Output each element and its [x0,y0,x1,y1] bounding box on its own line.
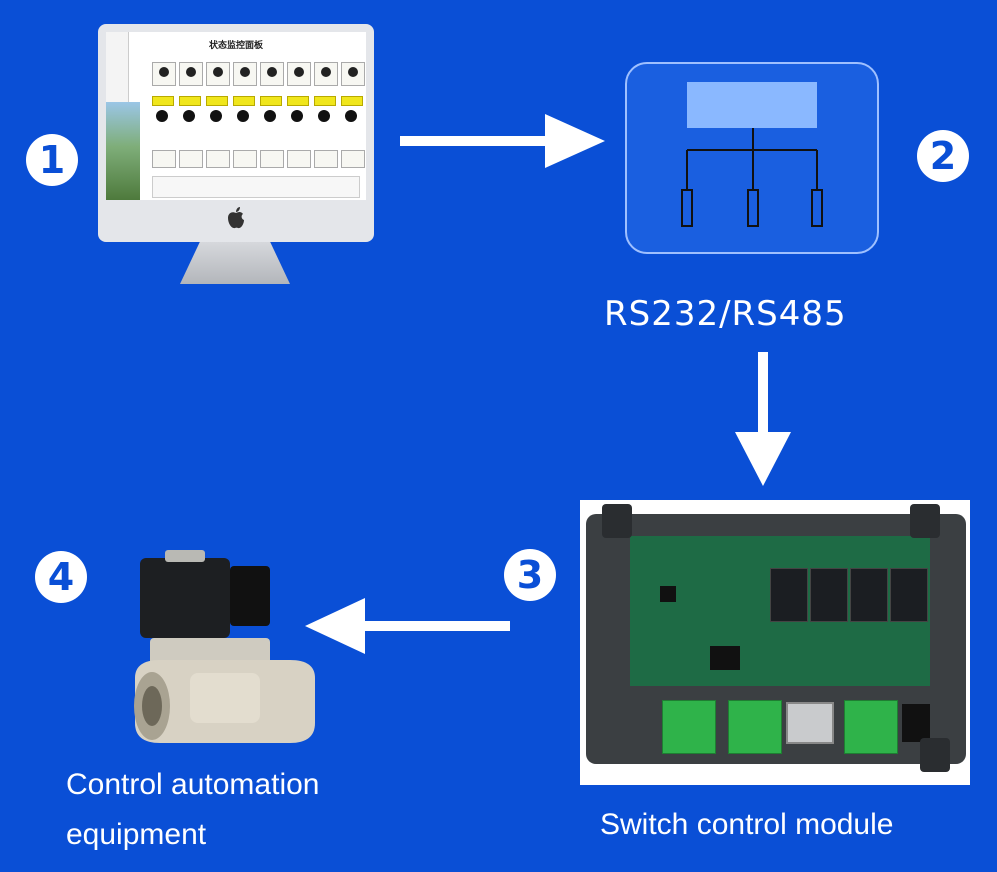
screen-output-button [260,96,282,106]
screen-log-area [152,176,360,198]
screen-dial [345,110,357,122]
screen-dial [291,110,303,122]
module-label: Switch control module [600,808,894,841]
step-2-badge: 2 [917,130,969,182]
screen-data-cell [260,150,284,168]
arrow-down-icon [735,352,791,486]
screen-input-indicator [233,62,257,86]
module-pcb [630,536,930,686]
relay [770,568,808,622]
screen-data-cell [206,150,230,168]
relay [890,568,928,622]
mounting-ear [920,738,950,772]
screen-data-cell [179,150,203,168]
screen-input-indicator [152,62,176,86]
screen-output-button [314,96,336,106]
screen-data-cell [287,150,311,168]
screen-input-indicator [179,62,203,86]
screen-output-button [152,96,174,106]
screen-dial [318,110,330,122]
screen-input-indicator [341,62,365,86]
step-4-badge: 4 [35,551,87,603]
terminal-block [662,700,716,754]
screen-input-indicator [260,62,284,86]
microcontroller-chip [710,646,740,670]
screen-data-cell [314,150,338,168]
monitor-screen: 状态监控面板 [106,32,366,200]
arrow-right-icon [400,114,605,168]
screen-dial [210,110,222,122]
screen-data-cell [233,150,257,168]
screen-landscape-image [106,102,140,200]
mounting-ear [602,504,632,538]
screen-output-button [179,96,201,106]
screen-output-button [206,96,228,106]
apple-logo-icon [228,207,244,229]
relay [850,568,888,622]
step-3-badge: 3 [504,549,556,601]
step-1-badge: 1 [26,134,78,186]
screen-dial [183,110,195,122]
monitor-stand [180,242,290,284]
screen-output-button [287,96,309,106]
terminal-block [728,700,782,754]
bus-network-icon [681,82,823,227]
screen-data-cell [341,150,365,168]
screen-input-indicator [314,62,338,86]
computer-monitor: 状态监控面板 [98,24,374,242]
screen-output-button [341,96,363,106]
relay [810,568,848,622]
screen-output-button [233,96,255,106]
terminal-block [844,700,898,754]
ic-chip [660,586,676,602]
screen-dial [237,110,249,122]
module-enclosure [586,514,966,764]
bus-network-panel [625,62,879,254]
equipment-label-line1: Control automation [66,768,320,801]
screen-input-indicator [206,62,230,86]
power-jack [902,704,930,742]
equipment-label-line2: equipment [66,818,207,851]
screen-title: 状态监控面板 [208,41,263,51]
solenoid-valve-image [134,550,315,743]
switch-control-module-photo [580,500,970,785]
rj45-port [786,702,834,744]
protocol-label: RS232/RS485 [604,294,847,334]
screen-dial [264,110,276,122]
screen-data-cell [152,150,176,168]
mounting-ear [910,504,940,538]
arrow-left-icon [305,598,510,654]
screen-input-indicator [287,62,311,86]
screen-dial [156,110,168,122]
